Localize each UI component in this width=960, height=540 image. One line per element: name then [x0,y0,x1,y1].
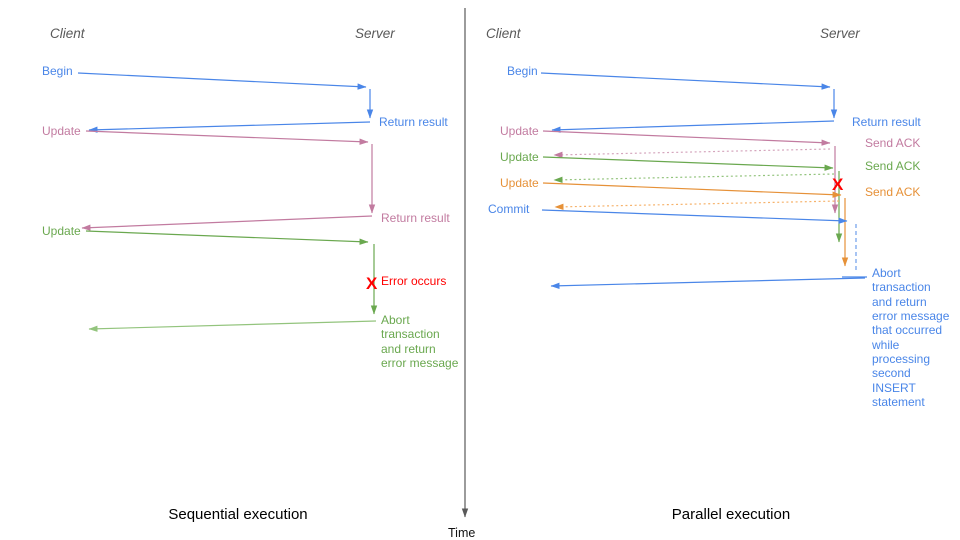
par-commit-label: Commit [488,202,530,216]
sequential-caption: Sequential execution [168,506,307,523]
par-send-ack-1-label: Send ACK [865,136,920,150]
par-abort-line-7: processing [872,352,930,366]
parallel-server-header: Server [820,26,860,41]
seq-error-x-icon: X [366,274,378,293]
par-abort-line-10: statement [872,395,925,409]
seq-update-1-label: Update [42,124,81,138]
seq-return-result-1-arrow [88,121,371,133]
par-send-ack-2-arrow [553,173,835,184]
parallel-caption: Parallel execution [672,506,790,523]
par-send-ack-2-label: Send ACK [865,159,920,173]
seq-update-2-label: Update [42,224,81,238]
par-abort-message-text: Abort transaction and return error messa… [871,266,950,409]
seq-return-result-1-label: Return result [379,115,448,129]
seq-return-result-2-label: Return result [381,211,450,225]
par-begin-label: Begin [507,64,538,78]
time-axis: Time [448,8,475,540]
sequential-diagram: Client Server Begin Return result Update… [42,26,459,523]
par-begin-request-arrow [540,72,831,90]
sequential-client-header: Client [50,26,86,41]
par-update-2-label: Update [500,150,539,164]
sequential-server-header: Server [355,26,395,41]
seq-abort-line-3: and return [381,342,436,356]
par-abort-line-1: Abort [872,266,901,280]
seq-error-occurs-label: Error occurs [381,274,446,288]
seq-abort-line-2: transaction [381,327,440,341]
seq-begin-label: Begin [42,64,73,78]
seq-abort-return-arrow [88,320,377,332]
par-abort-line-2: transaction [872,280,931,294]
par-abort-line-4: error message [872,309,950,323]
par-abort-return-arrow [550,277,866,289]
seq-return-result-2-arrow [81,215,373,231]
seq-update-2-request-arrow [85,230,369,245]
par-send-ack-1-arrow [553,148,831,159]
par-commit-request-arrow [541,209,848,224]
par-return-result-label: Return result [852,115,921,129]
par-abort-line-5: that occurred [872,323,942,337]
par-send-ack-3-label: Send ACK [865,185,920,199]
par-update-3-request-arrow [542,182,842,198]
par-send-ack-3-arrow [554,200,840,211]
par-update-1-label: Update [500,124,539,138]
par-abort-line-8: second [872,366,911,380]
par-update-2-request-arrow [542,156,834,171]
parallel-diagram: Client Server Begin Return result Update… [486,26,950,523]
seq-update-1-request-arrow [85,130,369,145]
par-error-x-icon: X [832,175,844,194]
par-abort-line-9: INSERT [872,381,916,395]
par-update-1-request-arrow [542,130,831,146]
seq-abort-message-text: Abort transaction and return error messa… [381,313,459,370]
time-axis-label: Time [448,526,475,540]
seq-abort-line-1: Abort [381,313,410,327]
seq-abort-line-4: error message [381,356,459,370]
par-abort-line-6: while [871,338,900,352]
parallel-client-header: Client [486,26,522,41]
seq-begin-request-arrow [77,72,367,90]
par-update-3-label: Update [500,176,539,190]
par-abort-line-3: and return [872,295,927,309]
par-return-result-arrow [551,120,835,133]
